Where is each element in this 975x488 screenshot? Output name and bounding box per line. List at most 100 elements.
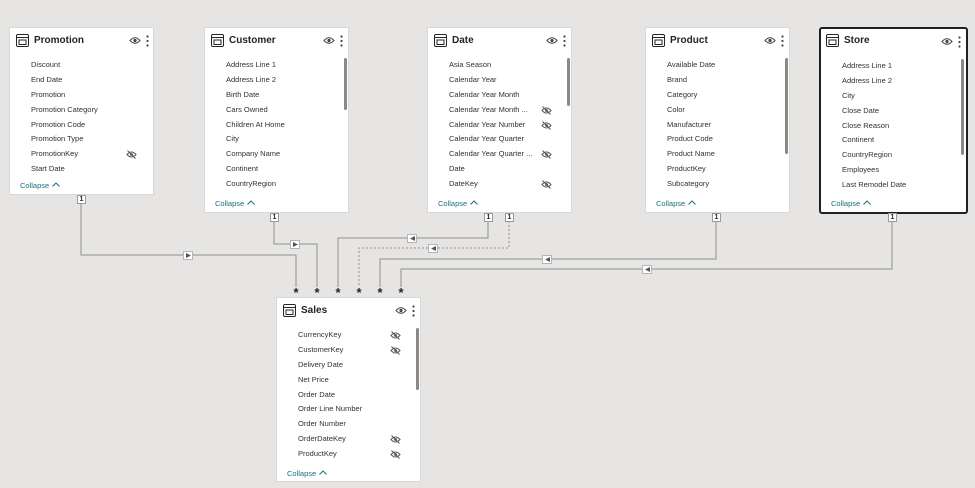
hidden-eye-icon[interactable]: [541, 180, 552, 189]
filter-direction-left-icon[interactable]: [542, 255, 552, 264]
more-options-icon[interactable]: [781, 35, 784, 47]
field-row[interactable]: Children At Home: [226, 119, 285, 129]
filter-direction-left-icon[interactable]: [642, 265, 652, 274]
table-header[interactable]: Store: [821, 29, 966, 55]
table-header[interactable]: Promotion: [10, 28, 153, 54]
table-card-store[interactable]: Store Address Line 1 Address Line 2 City…: [819, 27, 968, 214]
table-header[interactable]: Product: [646, 28, 789, 54]
field-list[interactable]: CurrencyKey CustomerKey Delivery Date Ne…: [277, 328, 420, 462]
field-list[interactable]: Discount End Date Promotion Promotion Ca…: [10, 58, 153, 177]
field-row[interactable]: ProductKey: [277, 447, 420, 462]
collapse-button[interactable]: Collapse: [287, 469, 328, 478]
field-row[interactable]: CountryRegion: [226, 179, 277, 189]
scrollbar[interactable]: [344, 58, 347, 110]
filter-direction-right-icon[interactable]: [290, 240, 300, 249]
eye-icon[interactable]: [323, 36, 335, 45]
field-row[interactable]: ProductKey: [667, 164, 706, 174]
field-row[interactable]: Calendar Year Month: [449, 89, 520, 99]
table-header[interactable]: Sales: [277, 298, 420, 324]
scrollbar[interactable]: [416, 328, 419, 390]
field-list[interactable]: Available Date Brand Category Color Manu…: [646, 58, 789, 192]
filter-direction-left-icon[interactable]: [407, 234, 417, 243]
collapse-button[interactable]: Collapse: [20, 181, 61, 190]
filter-direction-left-icon[interactable]: [428, 244, 438, 253]
filter-direction-right-icon[interactable]: [183, 251, 193, 260]
field-row[interactable]: End Date: [31, 74, 63, 84]
eye-icon[interactable]: [395, 306, 407, 315]
field-row[interactable]: Promotion Code: [31, 119, 86, 129]
field-row[interactable]: CurrencyKey: [277, 328, 420, 343]
field-row[interactable]: Last Remodel Date: [842, 180, 907, 190]
field-row[interactable]: Product Code: [667, 134, 713, 144]
more-options-icon[interactable]: [412, 305, 415, 317]
hidden-eye-icon[interactable]: [390, 450, 401, 459]
more-options-icon[interactable]: [563, 35, 566, 47]
scrollbar[interactable]: [567, 58, 570, 106]
more-options-icon[interactable]: [146, 35, 149, 47]
eye-icon[interactable]: [546, 36, 558, 45]
hidden-eye-icon[interactable]: [541, 150, 552, 160]
field-row[interactable]: Continent: [842, 135, 875, 145]
field-row[interactable]: Delivery Date: [298, 359, 344, 369]
field-list[interactable]: Asia Season Calendar Year Calendar Year …: [428, 58, 571, 192]
field-row[interactable]: Close Date: [842, 105, 880, 115]
hidden-eye-icon[interactable]: [390, 331, 401, 340]
field-row[interactable]: City: [226, 134, 239, 144]
field-list[interactable]: Address Line 1 Address Line 2 City Close…: [821, 59, 966, 193]
hidden-eye-icon[interactable]: [390, 435, 401, 445]
field-row[interactable]: Subcategory: [667, 179, 710, 189]
field-row[interactable]: Start Date: [31, 164, 65, 174]
more-options-icon[interactable]: [340, 35, 343, 47]
field-row[interactable]: Close Reason: [842, 120, 890, 130]
field-row[interactable]: Order Number: [298, 419, 346, 429]
table-header[interactable]: Customer: [205, 28, 348, 54]
collapse-button[interactable]: Collapse: [438, 199, 479, 208]
field-row[interactable]: Cars Owned: [226, 104, 268, 114]
field-row[interactable]: Category: [667, 89, 698, 99]
field-row[interactable]: Date: [449, 164, 465, 174]
field-row[interactable]: Asia Season: [449, 60, 492, 69]
field-row[interactable]: CustomerKey: [277, 343, 420, 358]
field-row[interactable]: Company Name: [226, 149, 281, 159]
field-row[interactable]: Promotion Category: [31, 104, 98, 114]
field-row[interactable]: City: [842, 90, 855, 100]
field-row[interactable]: CountryRegion: [842, 150, 893, 160]
eye-icon[interactable]: [129, 36, 141, 45]
field-list[interactable]: Address Line 1 Address Line 2 Birth Date…: [205, 58, 348, 192]
hidden-eye-icon[interactable]: [541, 105, 552, 115]
field-row[interactable]: OrderDateKey: [277, 432, 420, 447]
field-row[interactable]: Order Date: [298, 389, 336, 399]
table-card-customer[interactable]: Customer Address Line 1 Address Line 2 B…: [204, 27, 349, 213]
table-card-date[interactable]: Date Asia Season Calendar Year Calendar …: [427, 27, 572, 213]
field-row[interactable]: Discount: [31, 60, 61, 69]
field-row[interactable]: Color: [667, 104, 685, 114]
field-row[interactable]: Net Price: [298, 374, 329, 384]
hidden-eye-icon[interactable]: [390, 346, 401, 355]
field-row[interactable]: Calendar Year Month ...: [428, 103, 571, 118]
field-row[interactable]: Birth Date: [226, 89, 260, 99]
table-card-promotion[interactable]: Promotion Discount End Date Promotion Pr…: [9, 27, 154, 195]
hidden-eye-icon[interactable]: [541, 120, 552, 130]
field-row[interactable]: Address Line 2: [226, 74, 277, 84]
scrollbar[interactable]: [961, 59, 964, 155]
field-row[interactable]: Manufacturer: [667, 119, 712, 129]
collapse-button[interactable]: Collapse: [656, 199, 697, 208]
field-row[interactable]: Address Line 1: [842, 61, 893, 70]
field-row[interactable]: Product Name: [667, 149, 715, 159]
collapse-button[interactable]: Collapse: [215, 199, 256, 208]
hidden-eye-icon[interactable]: [126, 150, 137, 160]
field-row[interactable]: Calendar Year Quarter ...: [428, 147, 571, 162]
field-row[interactable]: Brand: [667, 74, 688, 84]
field-row[interactable]: Employees: [842, 165, 880, 175]
field-row[interactable]: Available Date: [667, 60, 716, 69]
table-header[interactable]: Date: [428, 28, 571, 54]
table-card-product[interactable]: Product Available Date Brand Category Co…: [645, 27, 790, 213]
field-row[interactable]: Calendar Year Number: [428, 118, 571, 133]
collapse-button[interactable]: Collapse: [831, 199, 872, 208]
eye-icon[interactable]: [941, 37, 953, 46]
field-row[interactable]: PromotionKey: [10, 147, 153, 162]
table-card-sales[interactable]: Sales CurrencyKey CustomerKey Delivery D…: [276, 297, 421, 482]
scrollbar[interactable]: [785, 58, 788, 154]
field-row[interactable]: Calendar Year Quarter: [449, 134, 525, 144]
field-row[interactable]: Promotion: [31, 89, 66, 99]
